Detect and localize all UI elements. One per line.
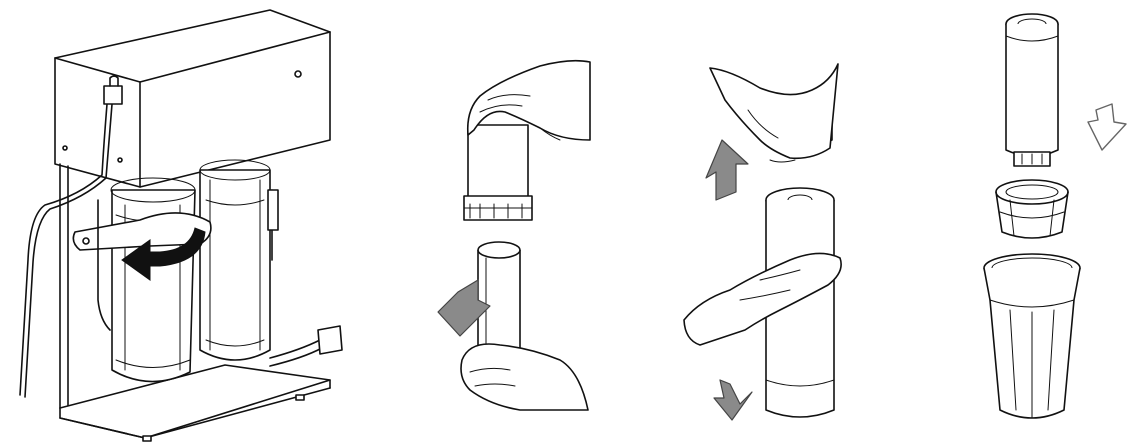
panel-3-remove-cap bbox=[684, 64, 841, 420]
housing-bowl bbox=[984, 254, 1080, 418]
up-arrow-icon bbox=[706, 140, 748, 200]
control-box bbox=[55, 10, 330, 187]
panel-2-remove-housing bbox=[438, 61, 590, 410]
panel-4-exploded-view bbox=[984, 14, 1126, 418]
housing-upper bbox=[464, 125, 532, 220]
retaining-basket bbox=[996, 180, 1068, 238]
replacement-cartridge bbox=[1006, 14, 1058, 166]
lower-hand bbox=[461, 344, 588, 410]
down-outline-arrow-icon bbox=[1088, 104, 1126, 150]
left-filter-housing bbox=[111, 178, 195, 382]
down-arrow-icon-2 bbox=[714, 380, 752, 420]
panel-1-filter-unit bbox=[20, 10, 342, 441]
right-filter-housing bbox=[200, 160, 270, 360]
